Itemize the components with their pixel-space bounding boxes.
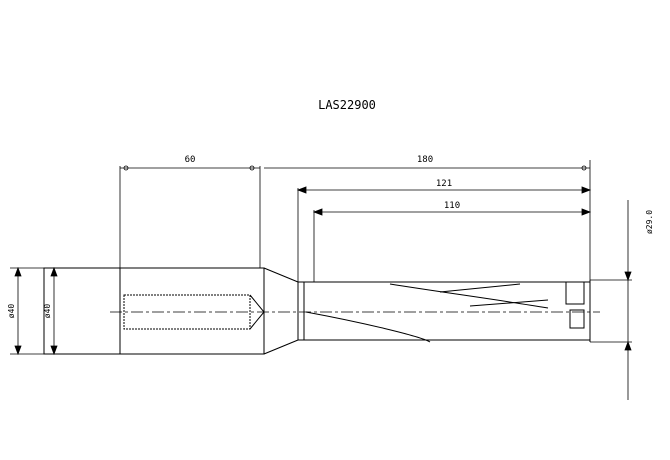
dim-arrow [581,208,592,216]
dim-drill-depth: 110 [444,201,460,211]
dim-arrow [14,345,22,356]
dim-arrow [123,165,129,171]
insert-pocket [565,281,585,305]
dim-arrow [50,345,58,356]
flute-edge-1 [439,283,521,293]
shank-body [43,267,265,355]
flute-edge-2 [469,299,549,307]
shank-taper [263,267,299,355]
insert-pocket-2 [569,309,585,329]
part-number-title: LAS22900 [318,98,376,112]
dimension-lines [10,160,632,400]
flute-curve-lower [305,311,431,343]
dim-arrow [581,186,592,194]
dim-arrow [14,266,22,277]
dim-arrow [581,165,587,171]
dim-shank-diameter: ø40 [7,304,16,319]
dim-arrow [296,186,307,194]
drill-outline [43,267,591,355]
dim-shank-length: 60 [185,155,196,165]
dim-arrow [312,208,323,216]
coolant-bore [123,294,251,330]
dim-overall-length: 180 [417,155,433,165]
dim-arrow [624,340,632,351]
dim-flute-length: 121 [436,179,452,189]
dim-arrow [50,266,58,277]
dim-arrow [249,165,255,171]
dim-drill-diameter: ø29.0 [645,210,654,234]
flute-curve-upper [389,283,549,309]
dim-arrow [624,271,632,282]
dim-flange-diameter: ø40 [43,304,52,319]
